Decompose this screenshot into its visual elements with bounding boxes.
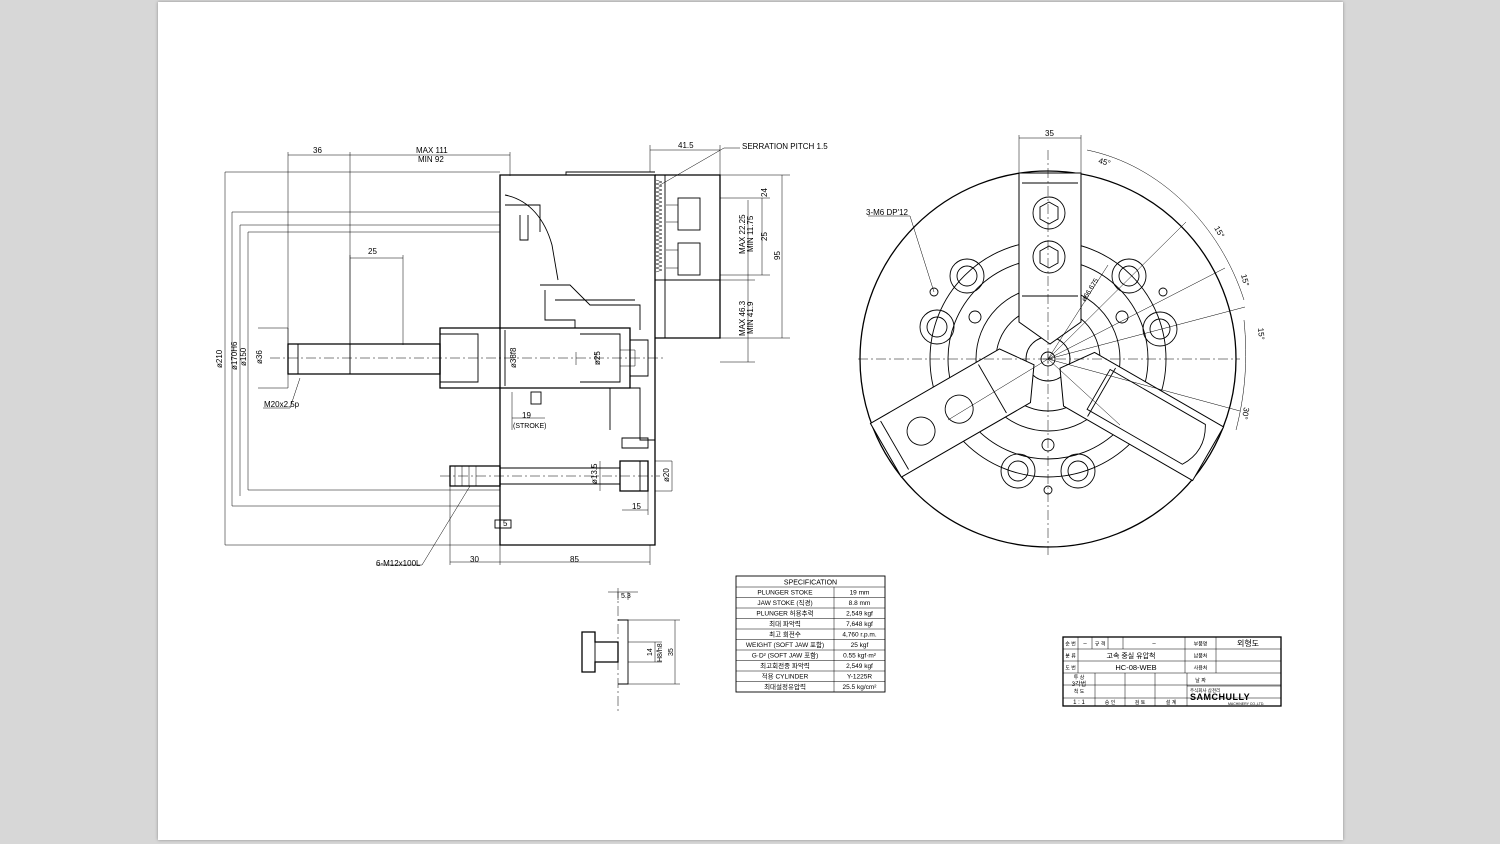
dim-phi170: ø170H6 [230,341,239,370]
tb-label-no: 순 번 [1065,641,1076,648]
top-jaw [1018,172,1082,345]
dim-phi38: ø38f8 [509,347,518,368]
tb-value-class: 고속 중실 유압척 [1107,651,1156,660]
spec-row-value: 8.8 mm [849,600,871,607]
dim-angle-15c: 15° [1256,327,1266,340]
tb-label-spec: 규 격 [1095,641,1106,648]
tb-value-scale: 1 : 1 [1073,700,1085,706]
dim-max111: MAX 111 [416,146,448,155]
spec-row-value: 0.55 kgf·m² [843,653,877,660]
tb-value-dwg: HC-08-WEB [1115,663,1156,672]
spec-title: SPECIFICATION [784,580,837,587]
specification-table: SPECIFICATION PLUNGER STOKE 19 mm JAW STOK… [735,575,886,693]
company-logo: SAMCHULLY [1190,692,1250,702]
spec-row-value: 2,549 kgf [846,663,873,670]
dim-angle-15b: 15° [1239,273,1251,287]
dim-angle-45: 45° [1097,156,1111,168]
company-subtitle: MACHINERY CO.,LTD. [1228,702,1264,706]
dim-95: 95 [773,251,782,260]
spec-row-label: 최대 파악력 [769,619,801,628]
dim-angle-30: 30° [1240,407,1251,420]
spec-row-label: 최대설정유압력 [764,682,806,691]
dim-14: 14 [647,648,654,656]
dim-h8: H8/h8 [657,643,664,662]
spec-row-label: G·D² (SOFT JAW 포함) [752,651,818,660]
spec-row-value: 25.5 kg/cm² [843,684,878,691]
dim-phi13: ø13.5 [590,463,599,484]
bolt-holes [919,258,1178,495]
tb-sign-design: 설 계 [1166,699,1177,706]
spec-row-label: JAW STOKE (직경) [757,598,812,607]
tb-sign-review: 검 토 [1135,699,1146,706]
dim-phi25: ø25 [593,351,602,365]
tb-label-scale: 척 도 [1074,688,1085,695]
dim-25-h: 25 [368,247,377,256]
spec-row-value: 19 mm [850,590,870,597]
dim-85: 85 [570,555,579,564]
tb-label-class: 분 류 [1065,654,1076,660]
dim-5-3: 5.3 [621,593,631,600]
dim-angle-15a: 15° [1212,225,1226,240]
tb-value-no: – [1083,642,1087,648]
spec-row-label: 최고회전중 파악력 [760,661,810,670]
dim-stroke: (STROKE) [513,423,546,430]
dim-pcd: ø66.675 [1081,277,1101,303]
dim-m12: 6-M12x100L [376,559,421,568]
tb-label-user: 사용처 [1194,665,1208,672]
spec-row-value: 7,648 kgf [846,621,873,628]
spec-row-value: Y-1225R [847,674,872,681]
spec-row-value: 2,549 kgf [846,611,873,618]
tb-label-projection: 투 상 [1074,674,1085,681]
tb-label-use: 납품처 [1194,653,1208,660]
dim-phi150: ø150 [239,347,248,366]
dim-5: 5 [503,519,508,528]
dim-max46: MAX 46.3 [738,300,747,336]
tb-value-projection: 3각법 [1072,680,1086,688]
tb-sign-approve: 승 인 [1105,699,1116,706]
jaw-detail-view: 5.3 14 H8/h8 35 [581,588,680,712]
dim-serration: SERRATION PITCH 1.5 [742,142,828,151]
dim-35-jaw: 35 [668,648,675,656]
spec-row-label: 적용 CYLINDER [762,673,809,681]
dim-19: 19 [522,411,531,420]
dim-36-top: 36 [313,146,322,155]
spec-row-value: 25 kgf [851,642,869,649]
right-jaw [1059,351,1225,482]
dim-phi20: ø20 [662,468,671,482]
tb-value-part: 외형도 [1237,638,1259,648]
dim-min11: MIN 11.75 [746,215,755,252]
tb-label-dwg: 도 번 [1065,665,1076,672]
front-view: 35 45° 15° 15° 15° 30° 3-M6 DP'12 ø66.67… [858,129,1266,555]
dim-15: 15 [632,502,641,511]
dim-m20: M20x2.5p [264,400,300,409]
tb-label-date: 날 짜 [1195,677,1206,684]
dim-phi210: ø210 [215,349,224,368]
spec-row-value: 4,760 r.p.m. [842,632,877,639]
dim-25-v: 25 [760,232,769,241]
dim-35-top: 35 [1045,129,1054,138]
title-block: 순 번 – 규 격 – 부품명 외형도 분 류 고속 중실 유압척 납품처 도 … [1062,636,1282,707]
dim-30: 30 [470,555,479,564]
spec-row-label: PLUNGER 허용추력 [756,609,813,618]
dim-max22: MAX 22.25 [738,214,747,254]
dim-m6: 3-M6 DP'12 [866,208,909,217]
spec-row-label: PLUNGER STOKE [757,590,813,597]
tb-value-spec: – [1152,642,1156,648]
spec-row-label: 최고 회전수 [769,630,801,639]
company-name-korean: 주식회사 삼천리 [1190,687,1220,694]
dim-phi36: ø36 [255,350,264,364]
dim-min92: MIN 92 [418,155,444,164]
dim-24: 24 [760,188,769,197]
side-view [270,171,721,546]
dim-min41: MIN 41.9 [746,301,755,334]
left-jaw [869,348,1035,478]
tb-label-part: 부품명 [1194,641,1208,648]
side-view-dimensions: 36 MAX 111 MIN 92 41.5 SERRATION PITCH 1… [215,141,828,568]
spec-row-label: WEIGHT (SOFT JAW 포함) [746,640,824,649]
dim-41-5: 41.5 [678,141,694,150]
